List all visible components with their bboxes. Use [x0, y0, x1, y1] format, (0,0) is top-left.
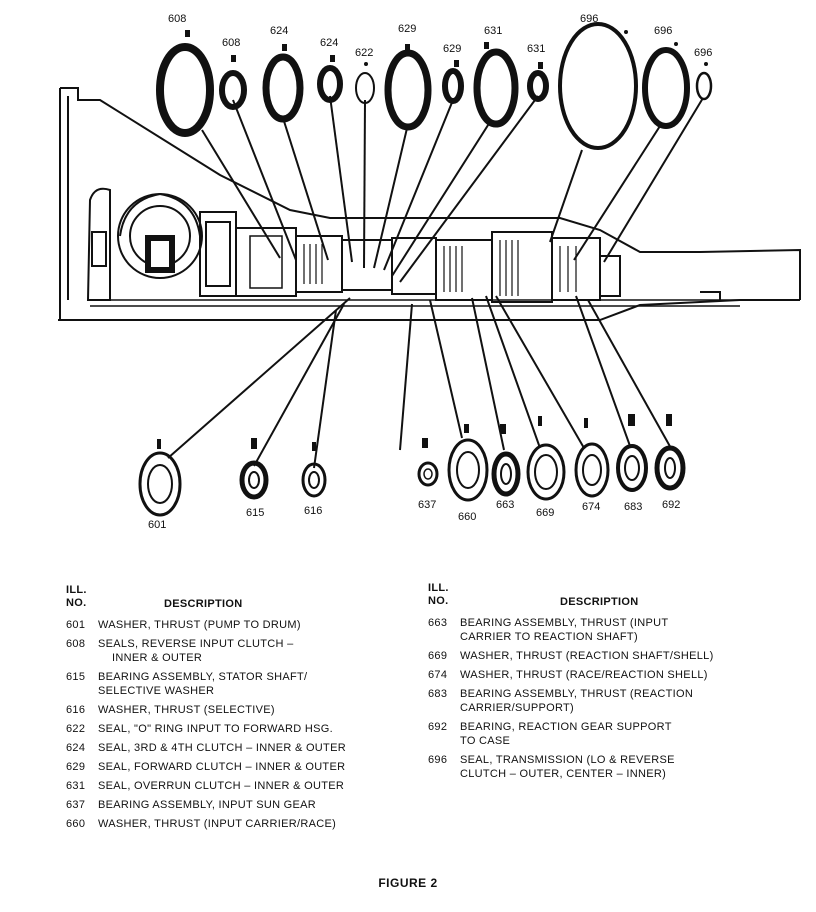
part-624-inner-seal [317, 65, 343, 103]
callout-615: 615 [246, 507, 264, 519]
top-callouts: 608 608 624 624 622 629 629 631 631 696 … [168, 13, 712, 59]
col-description-label: DESCRIPTION [164, 598, 243, 610]
callout-683: 683 [624, 501, 642, 513]
callout-631b: 631 [527, 43, 545, 55]
part-669-washer [526, 443, 566, 501]
part-624-outer-seal [262, 53, 304, 123]
col-no-label: NO. [428, 595, 449, 607]
callout-629b: 629 [443, 43, 461, 55]
part-622-o-ring [355, 72, 375, 104]
part-631-outer-seal [473, 48, 519, 128]
part-629-inner-seal [442, 68, 464, 104]
part-683-bearing [616, 444, 648, 492]
part-608-inner-seal [219, 70, 247, 110]
part-608-outer-seal [156, 43, 214, 137]
callout-624b: 624 [320, 37, 338, 49]
callout-674: 674 [582, 501, 600, 513]
exploded-transmission-diagram: 608 608 624 624 622 629 629 631 631 696 … [58, 13, 801, 531]
callout-629: 629 [398, 23, 416, 35]
callout-660: 660 [458, 511, 476, 523]
bottom-parts [138, 414, 686, 517]
part-696-inner-seal [695, 71, 713, 101]
callout-637: 637 [418, 499, 436, 511]
part-696-center-seal [642, 47, 690, 129]
legend-header-right: ILL. NO. DESCRIPTION [428, 582, 768, 616]
callout-692: 692 [662, 499, 680, 511]
callout-696b: 696 [654, 25, 672, 37]
part-601-thrust-washer [138, 451, 182, 517]
callout-696c: 696 [694, 47, 712, 59]
part-663-bearing [491, 451, 521, 497]
col-ill-label: ILL. [428, 582, 449, 594]
top-parts [156, 22, 713, 150]
part-631-inner-seal [527, 70, 549, 102]
callout-622: 622 [355, 47, 373, 59]
callout-696: 696 [580, 13, 598, 25]
part-615-bearing [239, 460, 269, 500]
callout-631: 631 [484, 25, 502, 37]
col-description-label: DESCRIPTION [560, 596, 639, 608]
callout-601: 601 [148, 519, 166, 531]
part-674-washer [574, 442, 610, 498]
part-637-bearing [417, 461, 439, 487]
part-660-washer [447, 438, 489, 502]
part-616-washer [301, 462, 327, 498]
part-696-outer-seal [558, 22, 638, 150]
callout-608: 608 [168, 13, 186, 25]
callout-624: 624 [270, 25, 288, 37]
col-no-label: NO. [66, 597, 87, 609]
transmission-cross-section [58, 87, 801, 321]
callout-663: 663 [496, 499, 514, 511]
part-629-outer-seal [384, 49, 432, 131]
leader-lines [167, 95, 704, 469]
legend-header-left: ILL. NO. DESCRIPTION [66, 584, 396, 618]
part-692-bearing [654, 445, 686, 491]
callout-669: 669 [536, 507, 554, 519]
callout-616: 616 [304, 505, 322, 517]
bottom-callouts: 601 615 616 637 660 663 669 674 683 692 [148, 499, 680, 531]
col-ill-label: ILL. [66, 584, 87, 596]
callout-608b: 608 [222, 37, 240, 49]
figure-caption: FIGURE 2 [378, 876, 438, 890]
